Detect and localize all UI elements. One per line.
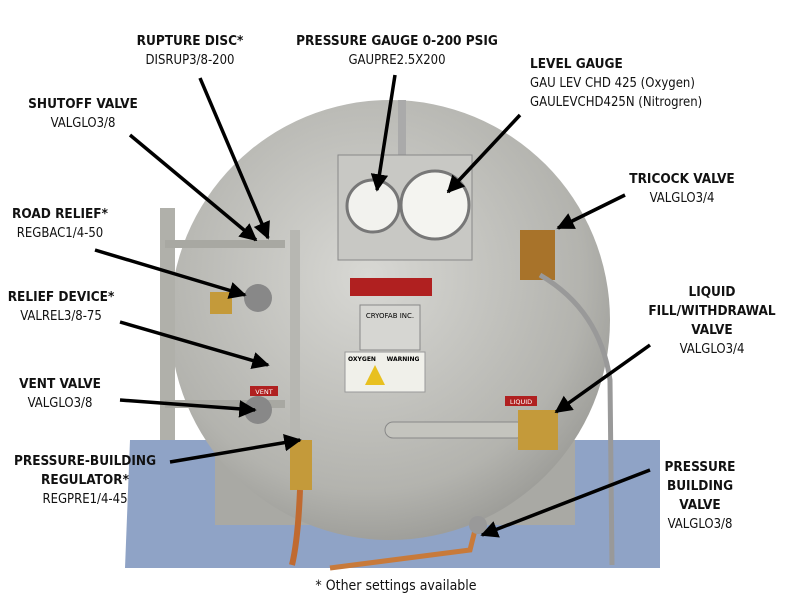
- part-number: VALGLO3/8: [27, 396, 93, 411]
- part-number: REGBAC1/4-50: [16, 226, 104, 241]
- label-title: LIQUID: [688, 284, 736, 300]
- label-vent-valve: VENT VALVE VALGLO3/8: [0, 375, 120, 413]
- part-number: GAUPRE2.5X200: [348, 53, 446, 68]
- label-title: SHUTOFF VALVE: [28, 96, 138, 112]
- oxygen-label-text: OXYGEN: [348, 356, 376, 363]
- label-title: PRESSURE GAUGE 0-200 PSIG: [296, 33, 498, 49]
- label-pressure-gauge: PRESSURE GAUGE 0-200 PSIG GAUPRE2.5X200: [277, 32, 517, 70]
- oxygen-warning-label: [344, 351, 426, 393]
- cryofab-plate-text: CRYOFAB INC.: [366, 312, 414, 320]
- part-number: VALREL3/8-75: [20, 309, 102, 324]
- label-relief-device: RELIEF DEVICE* VALREL3/8-75: [0, 288, 122, 326]
- label-title: BUILDING: [666, 478, 734, 494]
- label-rupture-disc: RUPTURE DISC* DISRUP3/8-200: [115, 32, 265, 70]
- label-title: RUPTURE DISC*: [136, 33, 244, 49]
- label-shutoff-valve: SHUTOFF VALVE VALGLO3/8: [8, 95, 158, 133]
- label-title: VENT VALVE: [19, 376, 101, 392]
- callout-arrows: [94, 74, 652, 538]
- label-tricock-valve: TRICOCK VALVE VALGLO3/4: [607, 170, 757, 208]
- footnote: * Other settings available: [315, 578, 477, 594]
- part-number: VALGLO3/8: [667, 517, 733, 532]
- label-title: RELIEF DEVICE*: [7, 289, 115, 305]
- label-liquid-fill-valve: LIQUID FILL/WITHDRAWAL VALVE VALGLO3/4: [642, 283, 782, 359]
- part-number: VALGLO3/8: [50, 116, 116, 131]
- label-pressure-building-regulator: PRESSURE-BUILDING REGULATOR* REGPRE1/4-4…: [5, 452, 165, 509]
- vent-tag: [250, 386, 278, 396]
- pressure-gauge-dial: [345, 178, 401, 234]
- label-title: PRESSURE-BUILDING: [13, 453, 157, 469]
- liquid-tag-text: LIQUID: [510, 398, 532, 406]
- part-number: REGPRE1/4-45: [42, 492, 128, 507]
- liquid-tag: [505, 396, 537, 406]
- part-number: VALGLO3/4: [679, 342, 745, 357]
- label-title: VALVE: [679, 497, 721, 513]
- label-title: FILL/WITHDRAWAL: [648, 303, 776, 319]
- label-title: ROAD RELIEF*: [12, 206, 108, 222]
- label-road-relief: ROAD RELIEF* REGBAC1/4-50: [0, 205, 120, 243]
- label-level-gauge: LEVEL GAUGE GAU LEV CHD 425 (Oxygen) GAU…: [530, 55, 702, 112]
- part-number: GAULEVCHD425N (Nitrogren): [530, 95, 703, 110]
- part-number: GAU LEV CHD 425 (Oxygen): [530, 76, 695, 91]
- part-number: VALGLO3/4: [649, 191, 715, 206]
- label-title: TRICOCK VALVE: [629, 171, 735, 187]
- cryofab-plate: [359, 304, 421, 351]
- label-title: REGULATOR*: [41, 472, 129, 488]
- label-title: PRESSURE: [664, 459, 736, 475]
- label-title: LEVEL GAUGE: [530, 56, 623, 72]
- part-number: DISRUP3/8-200: [145, 53, 235, 68]
- label-title: VALVE: [691, 322, 733, 338]
- label-pressure-building-valve: PRESSURE BUILDING VALVE VALGLO3/8: [640, 458, 760, 534]
- vent-tag-text: VENT: [255, 388, 272, 396]
- gauge-box: [337, 154, 473, 261]
- warning-label-text: WARNING: [387, 356, 420, 363]
